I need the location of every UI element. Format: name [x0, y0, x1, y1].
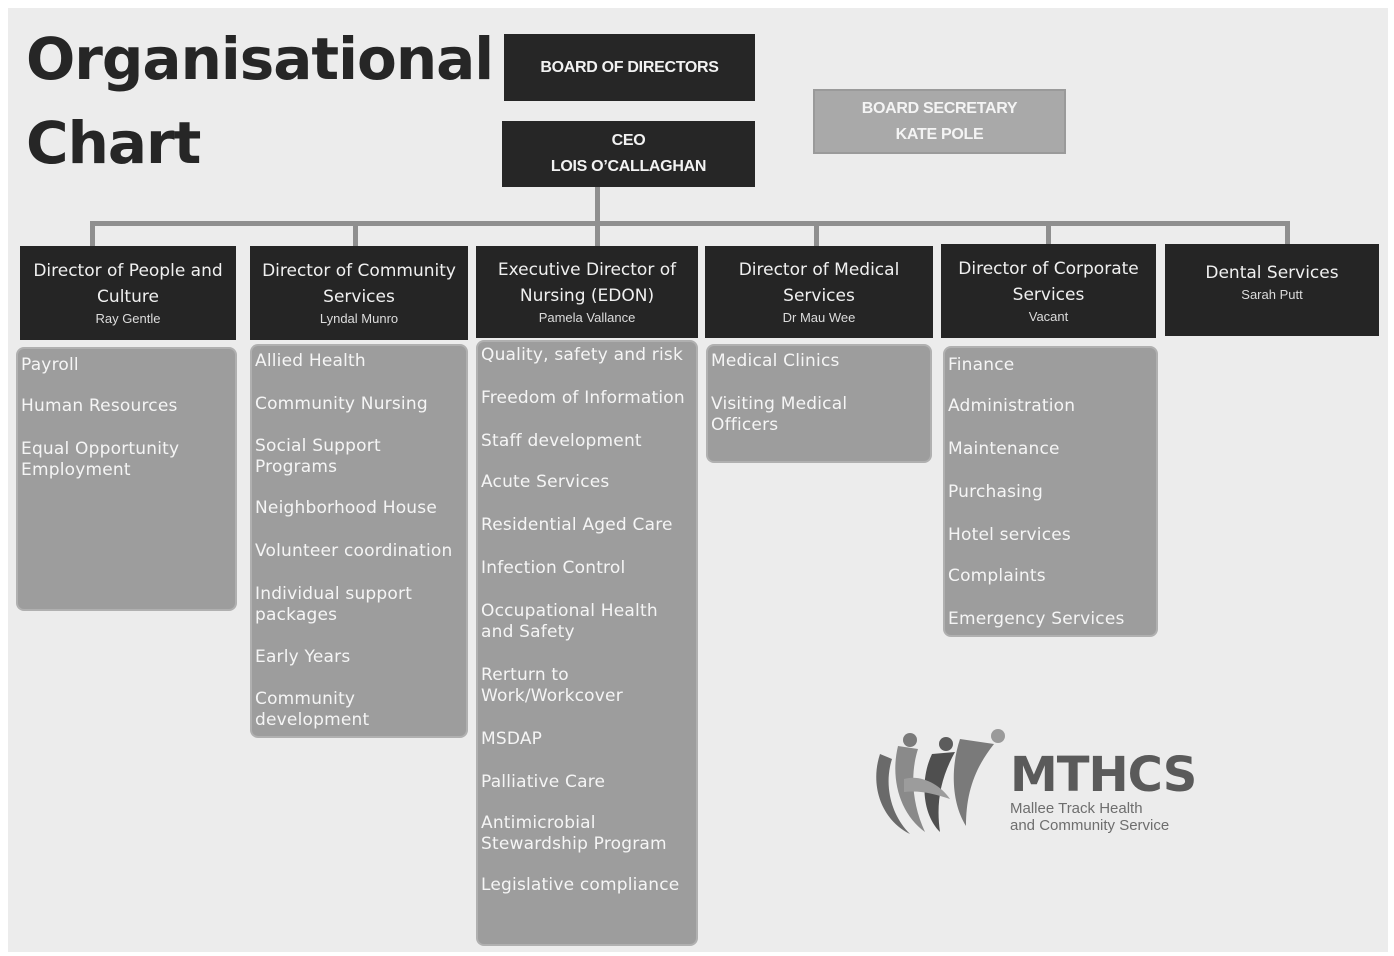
list-item: Infection Control [481, 558, 626, 578]
list-item: Community Nursing [255, 394, 428, 414]
drop-connector-4 [814, 221, 819, 248]
director-medical-services-box: Director of Medical Services Dr Mau Wee [705, 246, 933, 338]
drop-connector-2 [353, 221, 358, 248]
list-item: Allied Health [255, 351, 366, 371]
list-item: Purchasing [948, 482, 1044, 502]
director-name: Vacant [1028, 309, 1069, 324]
list-item: Medical Clinics [711, 351, 840, 371]
list-item: Early Years [255, 647, 351, 667]
list-item: Individual support packages [255, 584, 413, 625]
horizontal-connector [90, 221, 1290, 226]
page-title-line-1: Organisational [26, 25, 494, 93]
ceo-connector [595, 181, 600, 251]
drop-connector-6 [1285, 221, 1290, 248]
list-item: Neighborhood House [255, 498, 437, 518]
list-item: Antimicrobial Stewardship Program [481, 813, 667, 854]
list-item: Human Resources [21, 396, 178, 416]
list-item: Occupational Health and Safety [481, 601, 658, 642]
list-item: Equal Opportunity Employment [21, 439, 180, 480]
director-title: Director of Community [262, 261, 456, 281]
corporate-services-list: Finance Administration Maintenance Purch… [945, 348, 1156, 635]
logo-tagline-1: Mallee Track Health [1010, 800, 1143, 817]
mthcs-logo-text: MTHCS Mallee Track Health and Community … [1010, 750, 1200, 834]
director-name: Pamela Vallance [538, 310, 636, 325]
list-item: Social Support Programs [255, 436, 381, 477]
list-item: Volunteer coordination [255, 541, 453, 561]
director-title: Executive Director of [497, 260, 677, 280]
list-item: Legislative compliance [481, 875, 680, 895]
list-item: Community development [255, 689, 370, 730]
org-chart-canvas: Organisational Chart BOARD OF DIRECTORS … [8, 8, 1388, 952]
drop-connector-1 [90, 221, 95, 248]
page-title: Organisational Chart [26, 25, 494, 177]
list-item: Visiting Medical Officers [711, 394, 848, 435]
ceo-role: CEO [611, 132, 646, 149]
director-title: Services [1012, 285, 1085, 305]
ceo-box: CEO LOIS O’CALLAGHAN [502, 121, 755, 187]
director-name: Lyndal Munro [319, 311, 399, 326]
nursing-list: Quality, safety and risk Freedom of Info… [478, 342, 696, 944]
director-title: Director of Medical [738, 260, 900, 280]
list-item: MSDAP [481, 729, 543, 749]
list-item: Payroll [21, 355, 79, 375]
list-item: Residential Aged Care [481, 515, 673, 535]
list-item: Hotel services [948, 525, 1071, 545]
list-item: Acute Services [481, 472, 610, 492]
director-title: Director of Corporate [958, 259, 1139, 279]
list-item: Complaints [948, 566, 1046, 586]
director-name: Ray Gentle [95, 311, 161, 326]
director-people-culture-box: Director of People and Culture Ray Gentl… [20, 246, 236, 340]
list-item: Quality, safety and risk [481, 345, 684, 365]
list-item: Staff development [481, 431, 642, 451]
board-of-directors-box: BOARD OF DIRECTORS [504, 34, 755, 101]
dental-services-box: Dental Services Sarah Putt [1165, 244, 1379, 336]
list-item: Administration [948, 396, 1076, 416]
list-item: Maintenance [948, 439, 1060, 459]
director-name: Dr Mau Wee [782, 310, 856, 325]
director-title: Services [323, 287, 395, 307]
page-title-line-2: Chart [26, 109, 201, 177]
logo-name: MTHCS [1010, 747, 1197, 803]
director-title: Services [783, 286, 855, 306]
list-item: Emergency Services [948, 609, 1125, 629]
secretary-name: KATE POLE [895, 125, 984, 143]
director-title: Dental Services [1205, 263, 1339, 283]
list-item: Freedom of Information [481, 388, 685, 408]
logo-tagline-2: and Community Service [1010, 817, 1170, 834]
drop-connector-5 [1046, 221, 1051, 248]
list-item: Finance [948, 355, 1015, 375]
director-nursing-box: Executive Director of Nursing (EDON) Pam… [476, 246, 698, 338]
mthcs-logo-icon [870, 724, 1010, 839]
board-secretary-box: BOARD SECRETARY KATE POLE [813, 89, 1066, 154]
director-title: Nursing (EDON) [519, 286, 655, 306]
list-item: Palliative Care [481, 772, 606, 792]
community-services-list: Allied Health Community Nursing Social S… [252, 346, 466, 736]
secretary-role: BOARD SECRETARY [861, 99, 1018, 117]
director-name: Sarah Putt [1241, 287, 1303, 302]
medical-services-list: Medical Clinics Visiting Medical Officer… [708, 346, 930, 461]
director-corporate-services-box: Director of Corporate Services Vacant [941, 244, 1156, 338]
people-culture-list: Payroll Human Resources Equal Opportunit… [18, 349, 235, 609]
ceo-name: LOIS O’CALLAGHAN [550, 158, 707, 175]
director-title: Director of People and [33, 261, 223, 281]
director-title: Culture [97, 287, 159, 307]
director-community-services-box: Director of Community Services Lyndal Mu… [250, 246, 468, 340]
list-item: Rerturn to Work/Workcover [481, 665, 623, 706]
board-label: BOARD OF DIRECTORS [540, 58, 719, 76]
